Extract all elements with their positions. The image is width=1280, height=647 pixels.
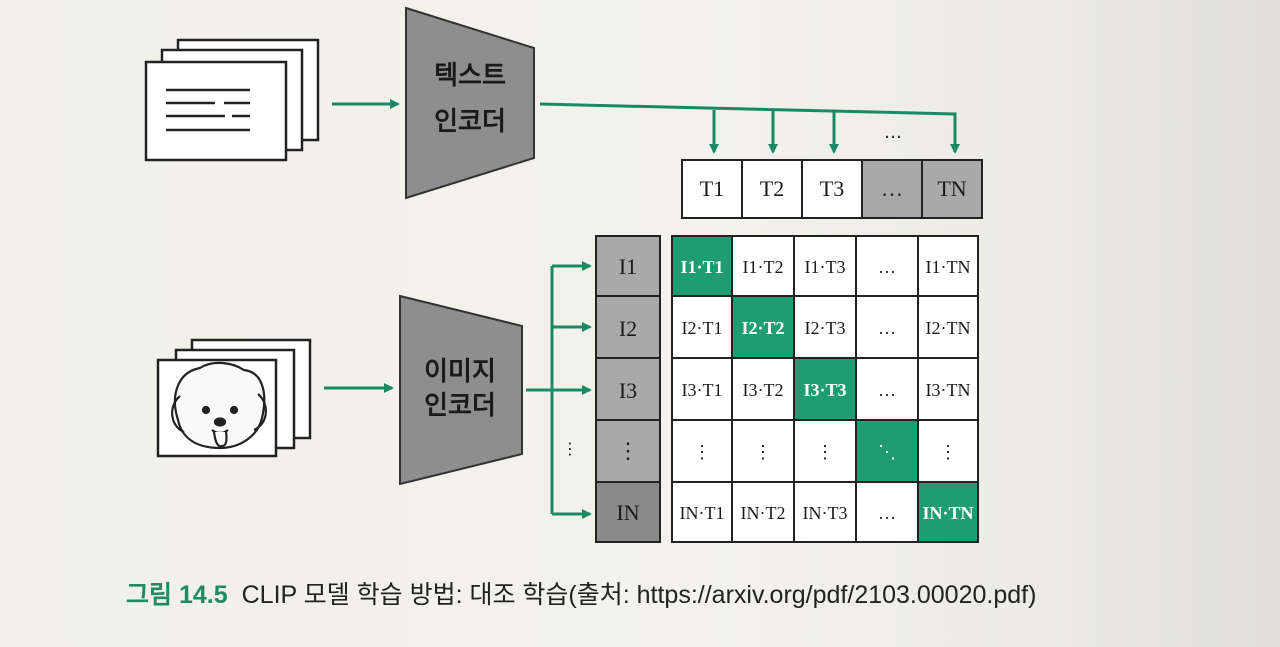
image-encoder-label-2: 인코더 <box>424 391 496 421</box>
documents-icon <box>144 38 320 162</box>
cell-in-ellipsis: … <box>878 503 896 523</box>
cell-i3-t3: I3·T3 <box>803 380 846 400</box>
figure-caption-text: CLIP 모델 학습 방법: 대조 학습(출처: https://arxiv.o… <box>241 581 1037 609</box>
text-embedding-t3: T3 <box>820 176 844 201</box>
cell-row4-c3: ⋮ <box>816 442 834 462</box>
page-shadow <box>1040 0 1280 647</box>
image-encoder-label-1: 이미지 <box>424 357 496 387</box>
text-embedding-tn: TN <box>937 176 966 201</box>
cell-i1-t3: I1·T3 <box>805 257 846 277</box>
image-branch-arrows <box>526 261 592 519</box>
text-encoder-label-1: 텍스트 <box>434 61 506 91</box>
image-embedding-i3: I3 <box>619 378 637 403</box>
cell-in-tn: IN·TN <box>922 503 973 523</box>
cell-i1-t2: I1·T2 <box>743 257 784 277</box>
cell-row4-c1: ⋮ <box>693 442 711 462</box>
text-embedding-t1: T1 <box>700 176 724 201</box>
cell-row4-diagonal: ⋱ <box>878 442 896 462</box>
cell-i2-t1: I2·T1 <box>682 318 723 338</box>
dog-icon <box>171 361 267 450</box>
cell-i2-t3: I2·T3 <box>805 318 846 338</box>
text-embedding-t2: T2 <box>760 176 784 201</box>
cell-i1-t1: I1·T1 <box>680 257 723 277</box>
cell-in-t3: IN·T3 <box>803 503 848 523</box>
cell-i1-tn: I1·TN <box>926 257 971 277</box>
image-embedding-column <box>595 235 661 543</box>
image-encoder-shape <box>399 294 523 486</box>
image-embedding-i1: I1 <box>619 254 637 279</box>
text-encoder-shape <box>405 6 535 200</box>
text-ellipsis-label: … <box>884 122 902 143</box>
cell-row4-c5: ⋮ <box>939 442 957 462</box>
figure-caption: 그림 14.5 CLIP 모델 학습 방법: 대조 학습(출처: https://… <box>126 575 1036 611</box>
cell-i3-t1: I3·T1 <box>682 380 723 400</box>
cell-i1-ellipsis: … <box>878 257 896 277</box>
image-embedding-i2: I2 <box>619 316 637 341</box>
text-embedding-ellipsis: … <box>881 176 903 201</box>
cell-i3-t2: I3·T2 <box>743 380 784 400</box>
text-encoder-label-2: 인코더 <box>434 107 506 137</box>
text-embedding-row <box>681 159 983 219</box>
cell-i3-ellipsis: … <box>878 380 896 400</box>
figure-number: 그림 14.5 <box>126 581 228 609</box>
image-ellipsis-label: ⋮ <box>562 439 578 458</box>
cell-row4-c2: ⋮ <box>754 442 772 462</box>
text-branch-arrows <box>539 102 960 154</box>
cell-i3-tn: I3·TN <box>926 380 971 400</box>
cell-i2-t2: I2·T2 <box>741 318 784 338</box>
image-embedding-in: IN <box>616 500 639 525</box>
cell-i2-ellipsis: … <box>878 318 896 338</box>
cell-in-t2: IN·T2 <box>741 503 786 523</box>
cell-i2-tn: I2·TN <box>926 318 971 338</box>
similarity-matrix <box>671 235 979 543</box>
cell-in-t1: IN·T1 <box>680 503 725 523</box>
image-embedding-ellipsis: ⋮ <box>617 438 639 463</box>
